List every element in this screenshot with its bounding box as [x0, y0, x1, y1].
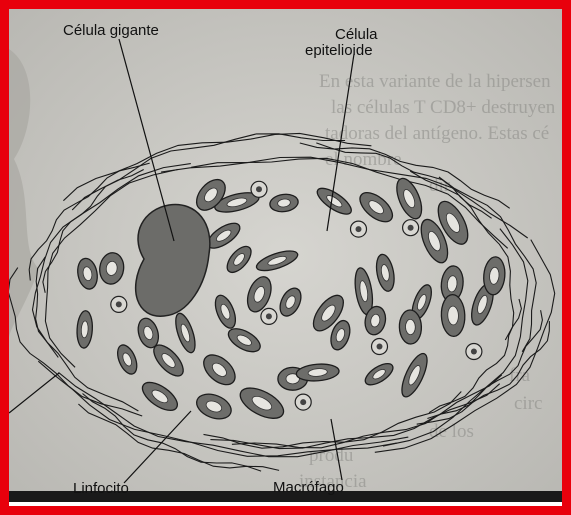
red-border: [0, 0, 571, 515]
figure-frame: En esta variante de la hipersenlas célul…: [0, 0, 571, 515]
